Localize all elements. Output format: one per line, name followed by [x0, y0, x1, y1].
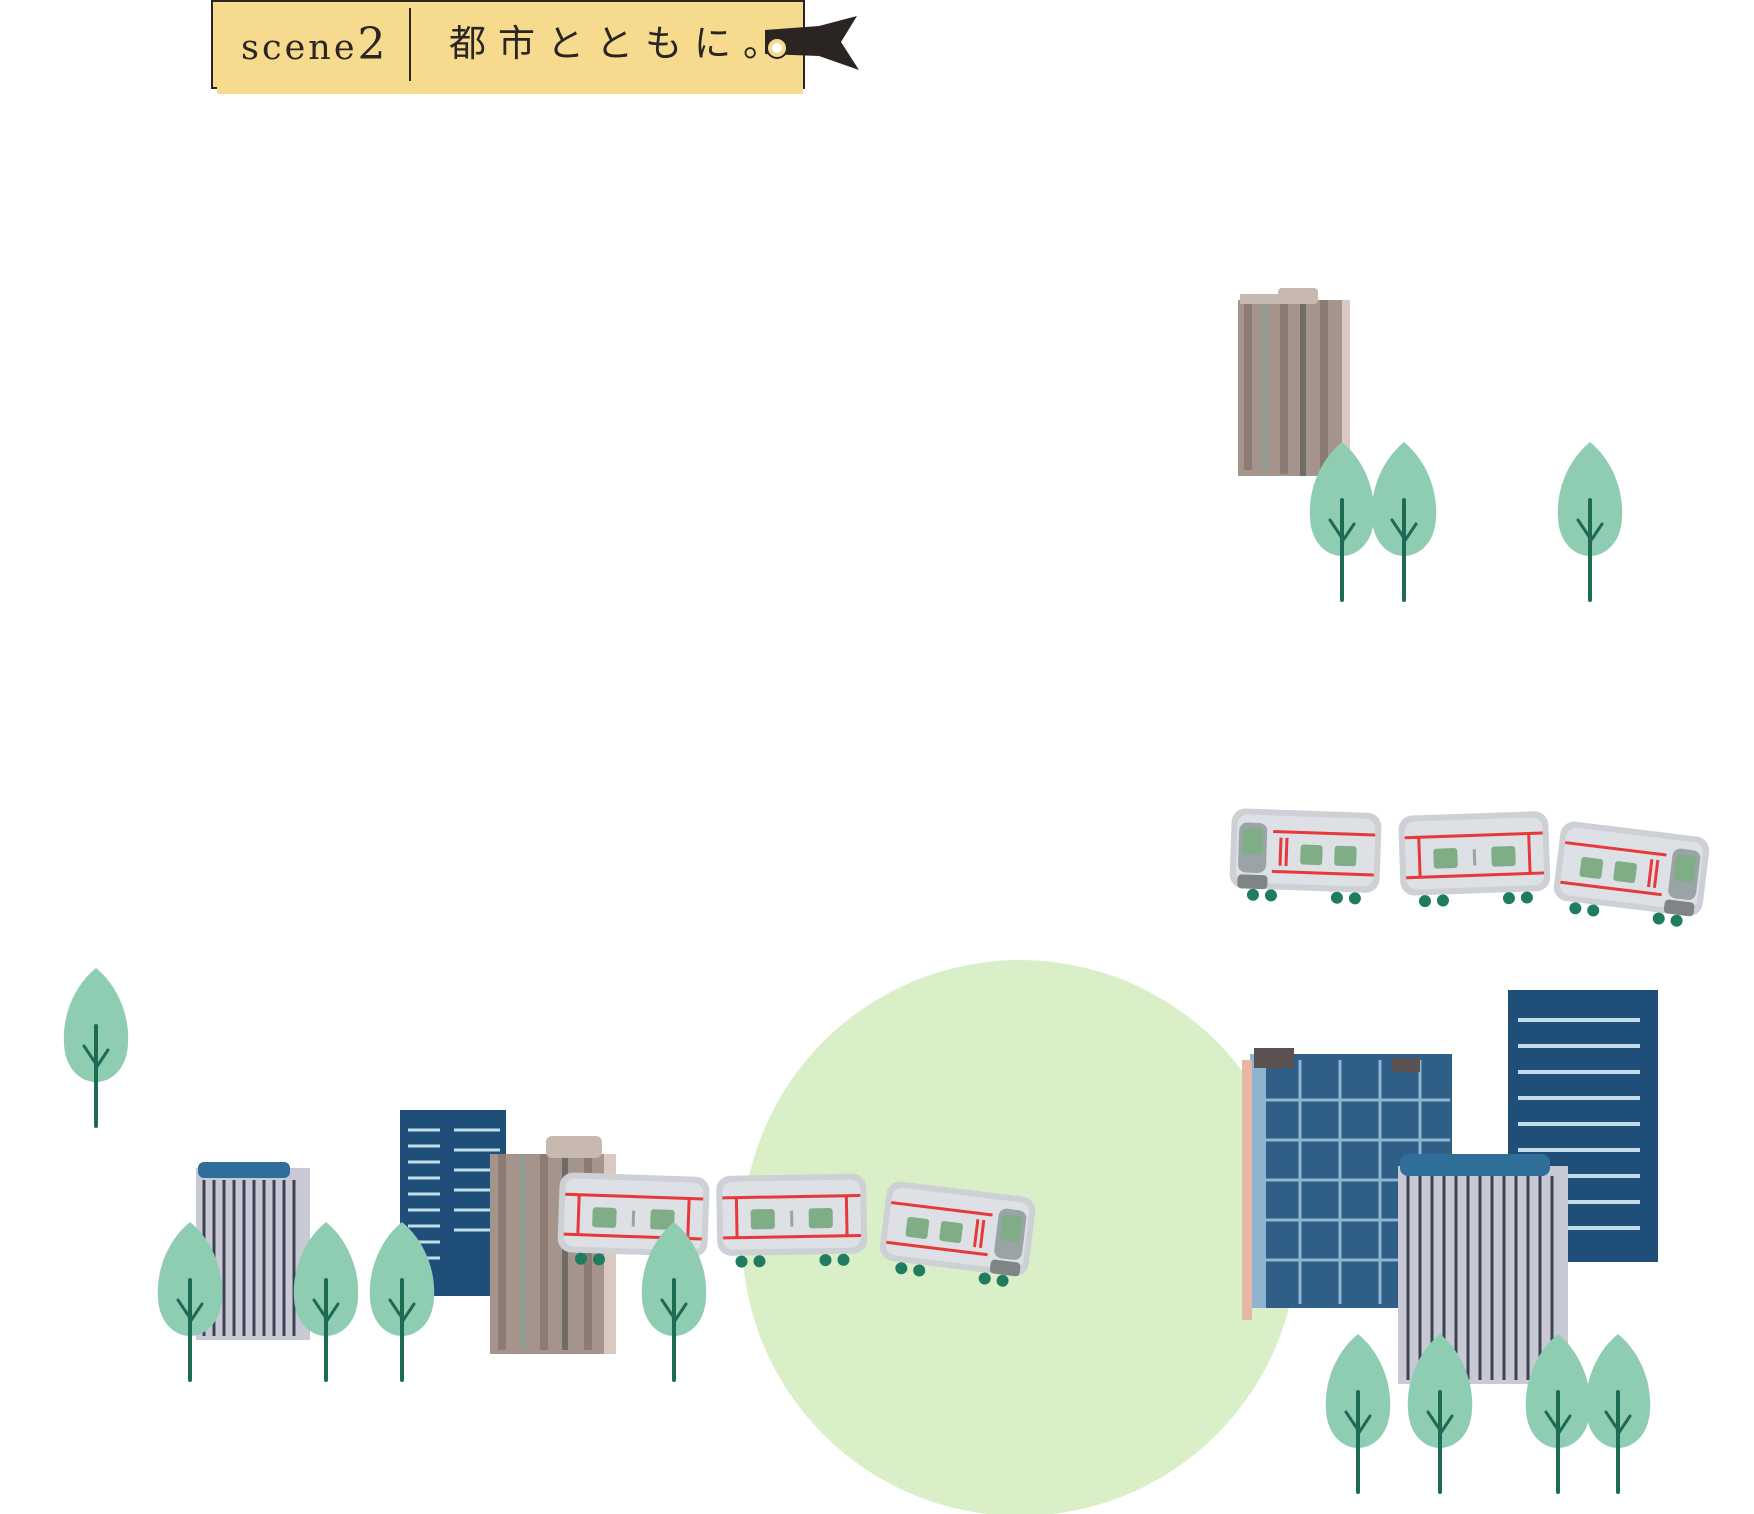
tree-shape	[1555, 440, 1625, 602]
ribbon-tag-icon	[765, 16, 859, 70]
tree-shape	[1583, 1332, 1653, 1494]
tree-shape	[1323, 1332, 1393, 1494]
scene-label-divider	[409, 8, 411, 81]
scene-label: scene2 都市とともに。	[211, 0, 859, 94]
tall-beige-tower	[1238, 288, 1350, 476]
scene-label-shadow	[217, 86, 803, 94]
tree-shape	[1369, 440, 1439, 602]
scene-label-box	[211, 0, 805, 89]
scene-title: 都市とともに。	[449, 22, 792, 65]
scene-prefix: scene	[241, 28, 358, 68]
striped-building-right	[1398, 1154, 1568, 1384]
scene-number: 2	[357, 19, 386, 70]
tree-shape	[61, 966, 131, 1128]
train-upper	[1227, 806, 1713, 932]
scene-label-number: scene2	[241, 18, 386, 72]
